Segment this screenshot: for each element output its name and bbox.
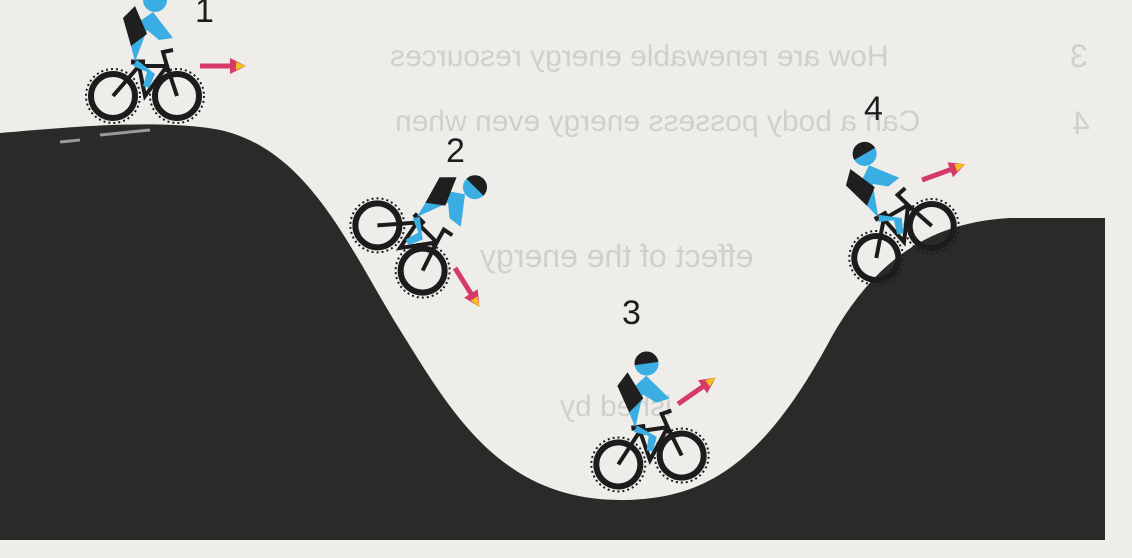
position-label-3: 3 — [622, 294, 641, 332]
velocity-arrow-icon-1 — [200, 58, 246, 74]
cyclist-icon-2 — [339, 130, 518, 309]
cyclist-icon-1 — [86, 0, 204, 123]
hill-edge-highlight — [59, 128, 151, 144]
position-label-2: 2 — [446, 132, 465, 170]
position-label-4: 4 — [864, 90, 883, 128]
cyclist-icon-4 — [799, 119, 969, 295]
velocity-arrow-icon-4 — [919, 157, 968, 188]
velocity-arrow-icon-3 — [673, 371, 720, 410]
velocity-arrow-icon-2 — [448, 264, 486, 311]
position-label-1: 1 — [195, 0, 214, 30]
cyclist-icon-3 — [577, 345, 713, 495]
hill-profile — [0, 124, 1105, 540]
